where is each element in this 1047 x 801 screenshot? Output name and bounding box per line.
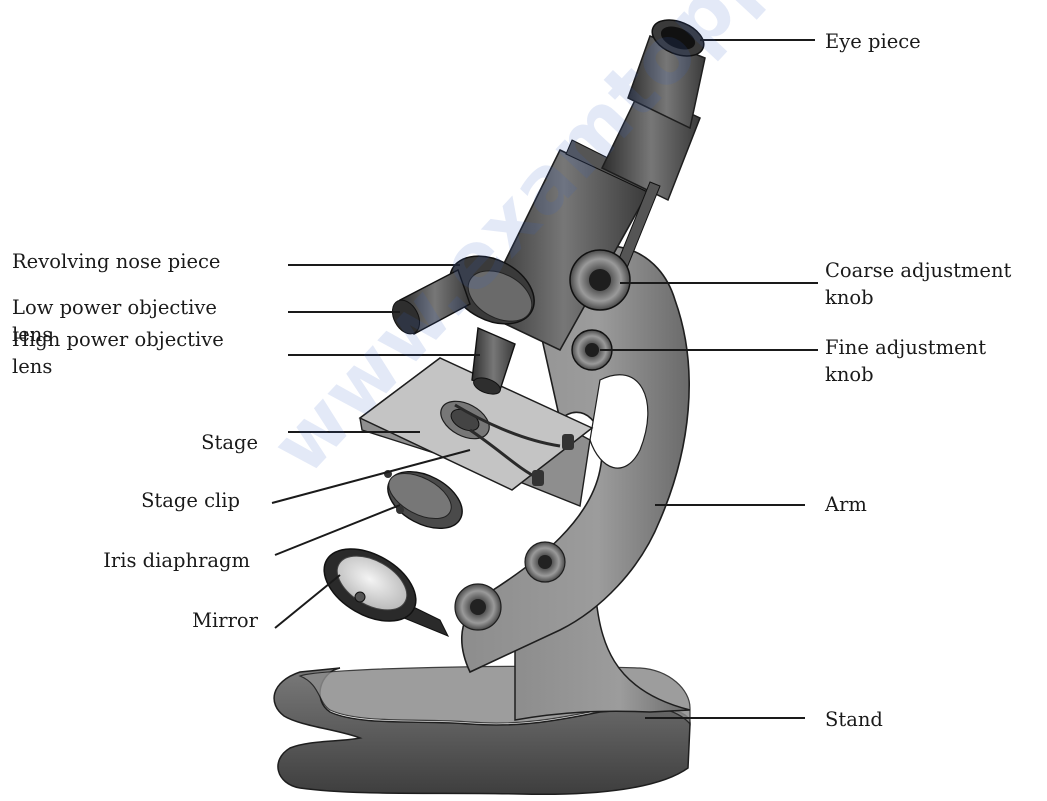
- leader-mirror: [275, 575, 340, 628]
- label-arm: Arm: [825, 491, 867, 518]
- label-coarse-adjustment-knob: Coarse adjustment knob: [825, 257, 1011, 311]
- high-power-objective-shape: [471, 328, 515, 397]
- label-eye-piece: Eye piece: [825, 28, 921, 55]
- label-fine-line1: Fine adjustment: [825, 334, 986, 361]
- leader-iris: [275, 505, 400, 555]
- label-high-power-line2: lens: [12, 353, 224, 380]
- coarse-knob-shape: [570, 250, 630, 310]
- label-coarse-line1: Coarse adjustment: [825, 257, 1011, 284]
- label-iris-diaphragm: Iris diaphragm: [40, 547, 250, 574]
- label-stand: Stand: [825, 706, 883, 733]
- label-mirror: Mirror: [120, 607, 258, 634]
- label-revolving-nose-piece: Revolving nose piece: [12, 248, 220, 275]
- label-coarse-line2: knob: [825, 284, 1011, 311]
- label-fine-adjustment-knob: Fine adjustment knob: [825, 334, 986, 388]
- label-fine-line2: knob: [825, 361, 986, 388]
- pivot-knob-lower: [455, 584, 501, 630]
- label-stage: Stage: [120, 429, 258, 456]
- label-low-power-line1: Low power objective: [12, 294, 217, 321]
- label-high-power-line1: High power objective: [12, 326, 224, 353]
- label-high-power-objective: High power objective lens: [12, 326, 224, 380]
- iris-diaphragm-shape: [378, 460, 471, 540]
- label-stage-clip: Stage clip: [60, 487, 240, 514]
- pivot-knob-upper: [525, 542, 565, 582]
